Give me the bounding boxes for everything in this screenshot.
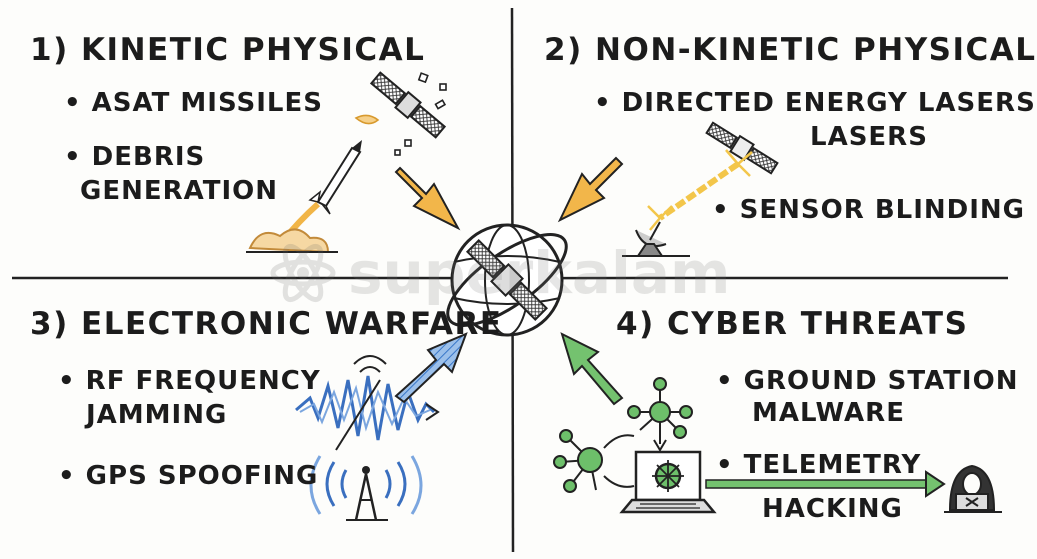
network-node-icon [627, 377, 693, 452]
atom-logo [270, 243, 336, 303]
q3-bullet-gps: • GPS SPOOFING [58, 461, 319, 491]
q2-bullet-blinding: • SENSOR BLINDING [712, 195, 1025, 225]
arrow-q3 [394, 332, 468, 404]
laser-burst [647, 149, 753, 231]
q4-bullet-ground: • GROUND STATION [716, 366, 1019, 396]
dish-antenna-icon [622, 221, 690, 257]
wave-arrowhead [425, 403, 440, 421]
network-node-icon-2 [553, 429, 635, 493]
q3-bullet-rf-cont: JAMMING [86, 400, 228, 430]
globe-satellite-icon [446, 223, 568, 337]
satellite-icon [369, 71, 447, 139]
missile-icon [246, 140, 362, 254]
laser-satellite-icon [705, 121, 779, 175]
telemetry-arrow [705, 470, 946, 498]
radio-tower-icon [309, 455, 423, 521]
jam-slash [335, 379, 381, 451]
q4-bullet-telemetry-cont: HACKING [762, 494, 903, 524]
hacker-icon [944, 464, 1002, 513]
q1-bullet-debris: • DEBRIS [64, 142, 206, 172]
arrow-q1 [394, 166, 461, 231]
q3-bullet-rf: • RF FREQUENCY [58, 366, 321, 396]
jam-signal-arcs [353, 355, 387, 373]
infected-laptop-icon [619, 450, 717, 514]
q1-bullet-asat: • ASAT MISSILES [64, 88, 323, 118]
q4-heading: 4) CYBER THREATS [616, 306, 969, 342]
q2-bullet-lasers: • DIRECTED ENERGY LASERS [594, 88, 1036, 118]
q2-bullet-lasers-cont: LASERS [810, 122, 928, 152]
q4-bullet-telemetry: • TELEMETRY [716, 450, 922, 480]
q3-heading: 3) ELECTRONIC WARFARE [30, 306, 503, 342]
q4-bullet-ground-cont: MALWARE [752, 398, 905, 428]
q1-bullet-debris-cont: GENERATION [80, 176, 279, 206]
arrow-q4 [560, 332, 624, 406]
debris-icon [354, 72, 447, 156]
q1-heading: 1) KINETIC PHYSICAL [30, 32, 426, 68]
watermark-text: superkalam [348, 239, 731, 307]
watermark: superkalam [268, 238, 730, 308]
arrow-q2 [557, 156, 624, 223]
q2-heading: 2) NON-KINETIC PHYSICAL [544, 32, 1037, 68]
laser-beam-icon [658, 161, 740, 221]
signal-wave-icon [295, 375, 436, 441]
